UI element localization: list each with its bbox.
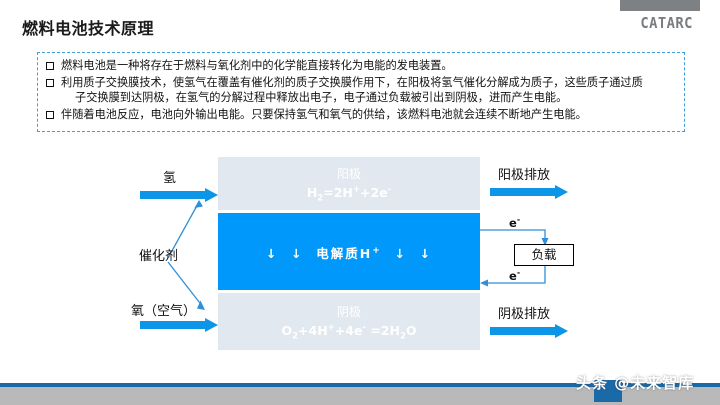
electron-bottom-label: e- [509, 268, 521, 283]
catarc-logo: CATARC [640, 14, 693, 32]
hollow-square-bullet-icon [46, 78, 54, 87]
catalyst-label: 催化剂 [139, 249, 179, 264]
electrolyte-layer: ↓ ↓ 电解质H+ ↓ ↓ [218, 213, 480, 290]
footer-accent-bar [0, 383, 720, 387]
cathode-exhaust-label: 阴极排放 [498, 307, 551, 322]
hydrogen-input-label: 氢 [163, 171, 177, 186]
bullet-text: 利用质子交换膜技术，使氢气在覆盖有催化剂的质子交换膜作用下，在阳极将氢气催化分解… [61, 75, 678, 106]
oxygen-input-label: 氧（空气） [131, 304, 197, 319]
electrolyte-label: ↓ ↓ 电解质H+ ↓ ↓ [265, 245, 433, 261]
bullet-item: 伴随着电池反应，电池向外输出电能。只要保持氢气和氧气的供给，该燃料电池就会连续不… [44, 107, 678, 123]
electron-top-label: e- [509, 215, 521, 230]
bullet-line: 伴随着电池反应，电池向外输出电能。只要保持氢气和氧气的供给，该燃料电池就会连续不… [61, 107, 587, 121]
anode-exhaust-label: 阳极排放 [498, 168, 551, 183]
hollow-square-bullet-icon [46, 110, 54, 119]
bullet-line: 子交换膜到达阴极，在氢气的分解过程中释放出电子，电子通过负载被引出到阴极，进而产… [75, 91, 568, 104]
hollow-square-bullet-icon [46, 62, 54, 70]
bullet-text: 燃料电池是一种将存在于燃料与氧化剂中的化学能直接转化为电能的发电装置。 [61, 58, 678, 74]
footer-gray-strip [0, 387, 720, 405]
watermark-chip [594, 380, 622, 402]
cathode-layer: 阴极 O2+4H++4e- =2H2O [218, 293, 480, 350]
cathode-exhaust-arrow [490, 324, 568, 338]
hydrogen-inflow-arrow [140, 188, 218, 202]
load-box: 负载 [514, 244, 574, 266]
anode-exhaust-arrow [490, 185, 568, 199]
bullet-text: 伴随着电池反应，电池向外输出电能。只要保持氢气和氧气的供给，该燃料电池就会连续不… [61, 107, 678, 123]
bullet-line: 利用质子交换膜技术，使氢气在覆盖有催化剂的质子交换膜作用下，在阳极将氢气催化分解… [61, 75, 643, 89]
fuel-cell-stack: 阳极 H2=2H++2e- ↓ ↓ 电解质H+ ↓ ↓ 阴极 O2+4H++4e… [218, 157, 480, 350]
bullet-line: 燃料电池是一种将存在于燃料与氧化剂中的化学能直接转化为电能的发电装置。 [61, 59, 453, 72]
anode-layer: 阳极 H2=2H++2e- [218, 157, 480, 210]
circuit-connectors [167, 200, 549, 310]
anode-label: 阳极 [336, 167, 361, 181]
fuel-cell-diagram: 阳极 H2=2H++2e- ↓ ↓ 电解质H+ ↓ ↓ 阴极 O2+4H++4e… [0, 140, 720, 365]
logo-accent-bar [620, 0, 700, 11]
cathode-equation: O2+4H++4e- =2H2O [281, 323, 417, 342]
bullet-content-box: 燃料电池是一种将存在于燃料与氧化剂中的化学能直接转化为电能的发电装置。 利用质子… [37, 52, 685, 132]
page-title: 燃料电池技术原理 [22, 19, 155, 38]
bullet-item: 燃料电池是一种将存在于燃料与氧化剂中的化学能直接转化为电能的发电装置。 [44, 58, 678, 74]
watermark: 头条 @未来智库 [576, 372, 694, 393]
watermark-text: 头条 @未来智库 [576, 374, 695, 392]
anode-equation: H2=2H++2e- [306, 185, 392, 204]
oxygen-inflow-arrow [140, 318, 218, 332]
cathode-label: 阴极 [336, 305, 361, 319]
bullet-item: 利用质子交换膜技术，使氢气在覆盖有催化剂的质子交换膜作用下，在阳极将氢气催化分解… [44, 75, 678, 106]
